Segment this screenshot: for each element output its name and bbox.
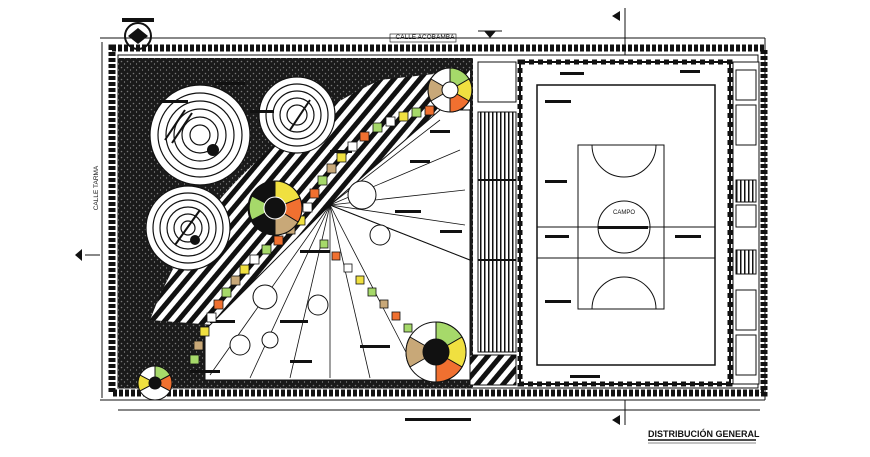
color-wheel-node-bottom [405, 321, 467, 383]
color-wheel-node-center [247, 180, 303, 236]
court-label: CAMPO [613, 210, 635, 216]
color-wheel-node-corner [137, 365, 173, 401]
park-area [118, 58, 473, 401]
color-wheel-node-top [427, 67, 473, 113]
sports-court: CAMPO [517, 59, 733, 387]
service-rooms [732, 61, 760, 385]
colored-tile-walkway [189, 105, 435, 365]
drawing-title: DISTRIBUCIÓN GENERAL [648, 428, 760, 439]
section-marker-icon [75, 11, 620, 425]
perimeter-wall [108, 44, 768, 397]
street-label-left: CALLE TARMA [93, 165, 100, 210]
street-label-top: CALLE ACOBAMBA [396, 34, 456, 41]
compass-icon [122, 18, 154, 50]
level-marker-icon [478, 30, 502, 38]
bleachers [469, 61, 517, 386]
